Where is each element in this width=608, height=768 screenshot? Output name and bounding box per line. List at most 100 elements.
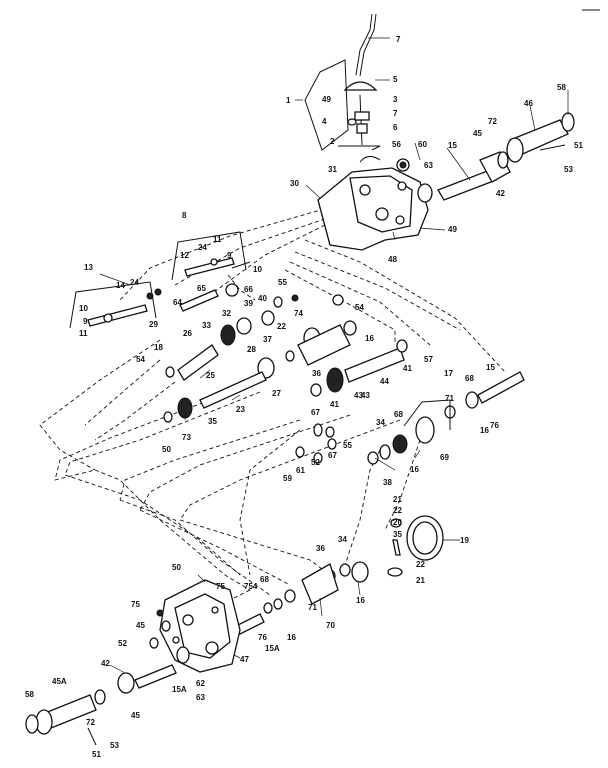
label-74: 74 xyxy=(294,309,303,318)
label-26: 26 xyxy=(183,329,192,338)
label-52a: 52 xyxy=(311,458,320,467)
label-43a: 43 xyxy=(354,391,363,400)
label-35b: 35 xyxy=(393,530,402,539)
label-49b: 49 xyxy=(448,225,457,234)
label-16d: 16 xyxy=(356,596,365,605)
label-60: 60 xyxy=(418,140,427,149)
label-754: 754 xyxy=(244,582,258,591)
label-72a: 72 xyxy=(488,117,497,126)
label-21b: 21 xyxy=(416,576,425,585)
label-41a: 41 xyxy=(403,364,412,373)
label-39: 39 xyxy=(244,299,253,308)
label-75a: 75 xyxy=(216,582,225,591)
label-46: 46 xyxy=(524,99,533,108)
label-68b: 68 xyxy=(394,410,403,419)
label-10b: 10 xyxy=(79,304,88,313)
label-73: 73 xyxy=(182,433,191,442)
label-48: 48 xyxy=(388,255,397,264)
label-45a: 45 xyxy=(473,129,482,138)
label-59: 59 xyxy=(283,474,292,483)
label-21a: 21 xyxy=(393,495,402,504)
label-32: 32 xyxy=(222,309,231,318)
label-58b: 58 xyxy=(25,690,34,699)
label-16c: 16 xyxy=(410,465,419,474)
label-34b: 34 xyxy=(338,535,347,544)
callout-labels: 7 5 3 7 6 1 49 4 2 58 46 72 45 15 60 56 … xyxy=(25,35,583,759)
shift-lever-group xyxy=(295,13,390,163)
label-2: 2 xyxy=(330,137,335,146)
label-42b: 42 xyxy=(101,659,110,668)
label-27: 27 xyxy=(272,389,281,398)
right-shaft-group xyxy=(295,371,525,465)
brake-lever-groups xyxy=(69,231,251,329)
label-51a: 51 xyxy=(574,141,583,150)
label-16a: 16 xyxy=(365,334,374,343)
label-15d: 15A xyxy=(172,685,187,694)
label-34a: 34 xyxy=(376,418,385,427)
label-63b: 63 xyxy=(196,693,205,702)
lower-gear-group xyxy=(231,561,369,637)
label-1: 1 xyxy=(286,96,291,105)
label-71b: 71 xyxy=(308,603,317,612)
label-25: 25 xyxy=(206,371,215,380)
label-53b: 53 xyxy=(110,741,119,750)
gear-shaft-cluster xyxy=(163,283,408,438)
label-67a: 67 xyxy=(311,408,320,417)
label-29: 29 xyxy=(149,320,158,329)
label-76b: 76 xyxy=(258,633,267,642)
label-44: 44 xyxy=(380,377,389,386)
label-7b: 7 xyxy=(393,109,398,118)
label-28: 28 xyxy=(247,345,256,354)
label-15c: 15A xyxy=(265,644,280,653)
label-64: 64 xyxy=(173,298,182,307)
label-58a: 58 xyxy=(557,83,566,92)
label-61: 61 xyxy=(296,466,305,475)
label-9b: 9 xyxy=(83,317,88,326)
label-10a: 10 xyxy=(253,265,262,274)
label-70: 70 xyxy=(326,621,335,630)
label-45A: 45A xyxy=(52,677,67,686)
label-30: 30 xyxy=(290,179,299,188)
label-38: 38 xyxy=(383,478,392,487)
label-17: 17 xyxy=(444,369,453,378)
label-53a: 53 xyxy=(564,165,573,174)
label-49a: 49 xyxy=(322,95,331,104)
label-23: 23 xyxy=(236,405,245,414)
label-8: 8 xyxy=(182,211,187,220)
upper-axle-group xyxy=(396,112,575,203)
label-45c: 45 xyxy=(131,711,140,720)
label-7a: 7 xyxy=(396,35,401,44)
label-22b: 22 xyxy=(393,506,402,515)
label-12a: 12 xyxy=(180,251,189,260)
label-4: 4 xyxy=(322,117,327,126)
label-45b: 45 xyxy=(136,621,145,630)
label-37: 37 xyxy=(263,335,272,344)
label-51b: 51 xyxy=(92,750,101,759)
label-41b: 41 xyxy=(330,400,339,409)
label-36: 36 xyxy=(312,369,321,378)
label-6: 6 xyxy=(393,123,398,132)
label-35a: 35 xyxy=(208,417,217,426)
label-16e: 16 xyxy=(287,633,296,642)
large-gear-group xyxy=(387,515,444,577)
label-40: 40 xyxy=(258,294,267,303)
label-16b: 16 xyxy=(480,426,489,435)
label-20: 20 xyxy=(393,518,402,527)
label-67b: 67 xyxy=(328,451,337,460)
label-57: 57 xyxy=(424,355,433,364)
lower-axle-group xyxy=(25,609,190,746)
label-75b: 75 xyxy=(131,600,140,609)
label-68a: 68 xyxy=(465,374,474,383)
label-11b: 11 xyxy=(79,329,88,338)
label-15a: 15 xyxy=(448,141,457,150)
label-72b: 72 xyxy=(86,718,95,727)
label-55a: 55 xyxy=(278,278,287,287)
label-18a: 18 xyxy=(154,343,163,352)
label-11a: 11 xyxy=(213,235,222,244)
label-52b: 52 xyxy=(118,639,127,648)
label-56: 56 xyxy=(392,140,401,149)
label-42a: 42 xyxy=(496,189,505,198)
label-50a: 50 xyxy=(162,445,171,454)
label-22c: 22 xyxy=(416,560,425,569)
